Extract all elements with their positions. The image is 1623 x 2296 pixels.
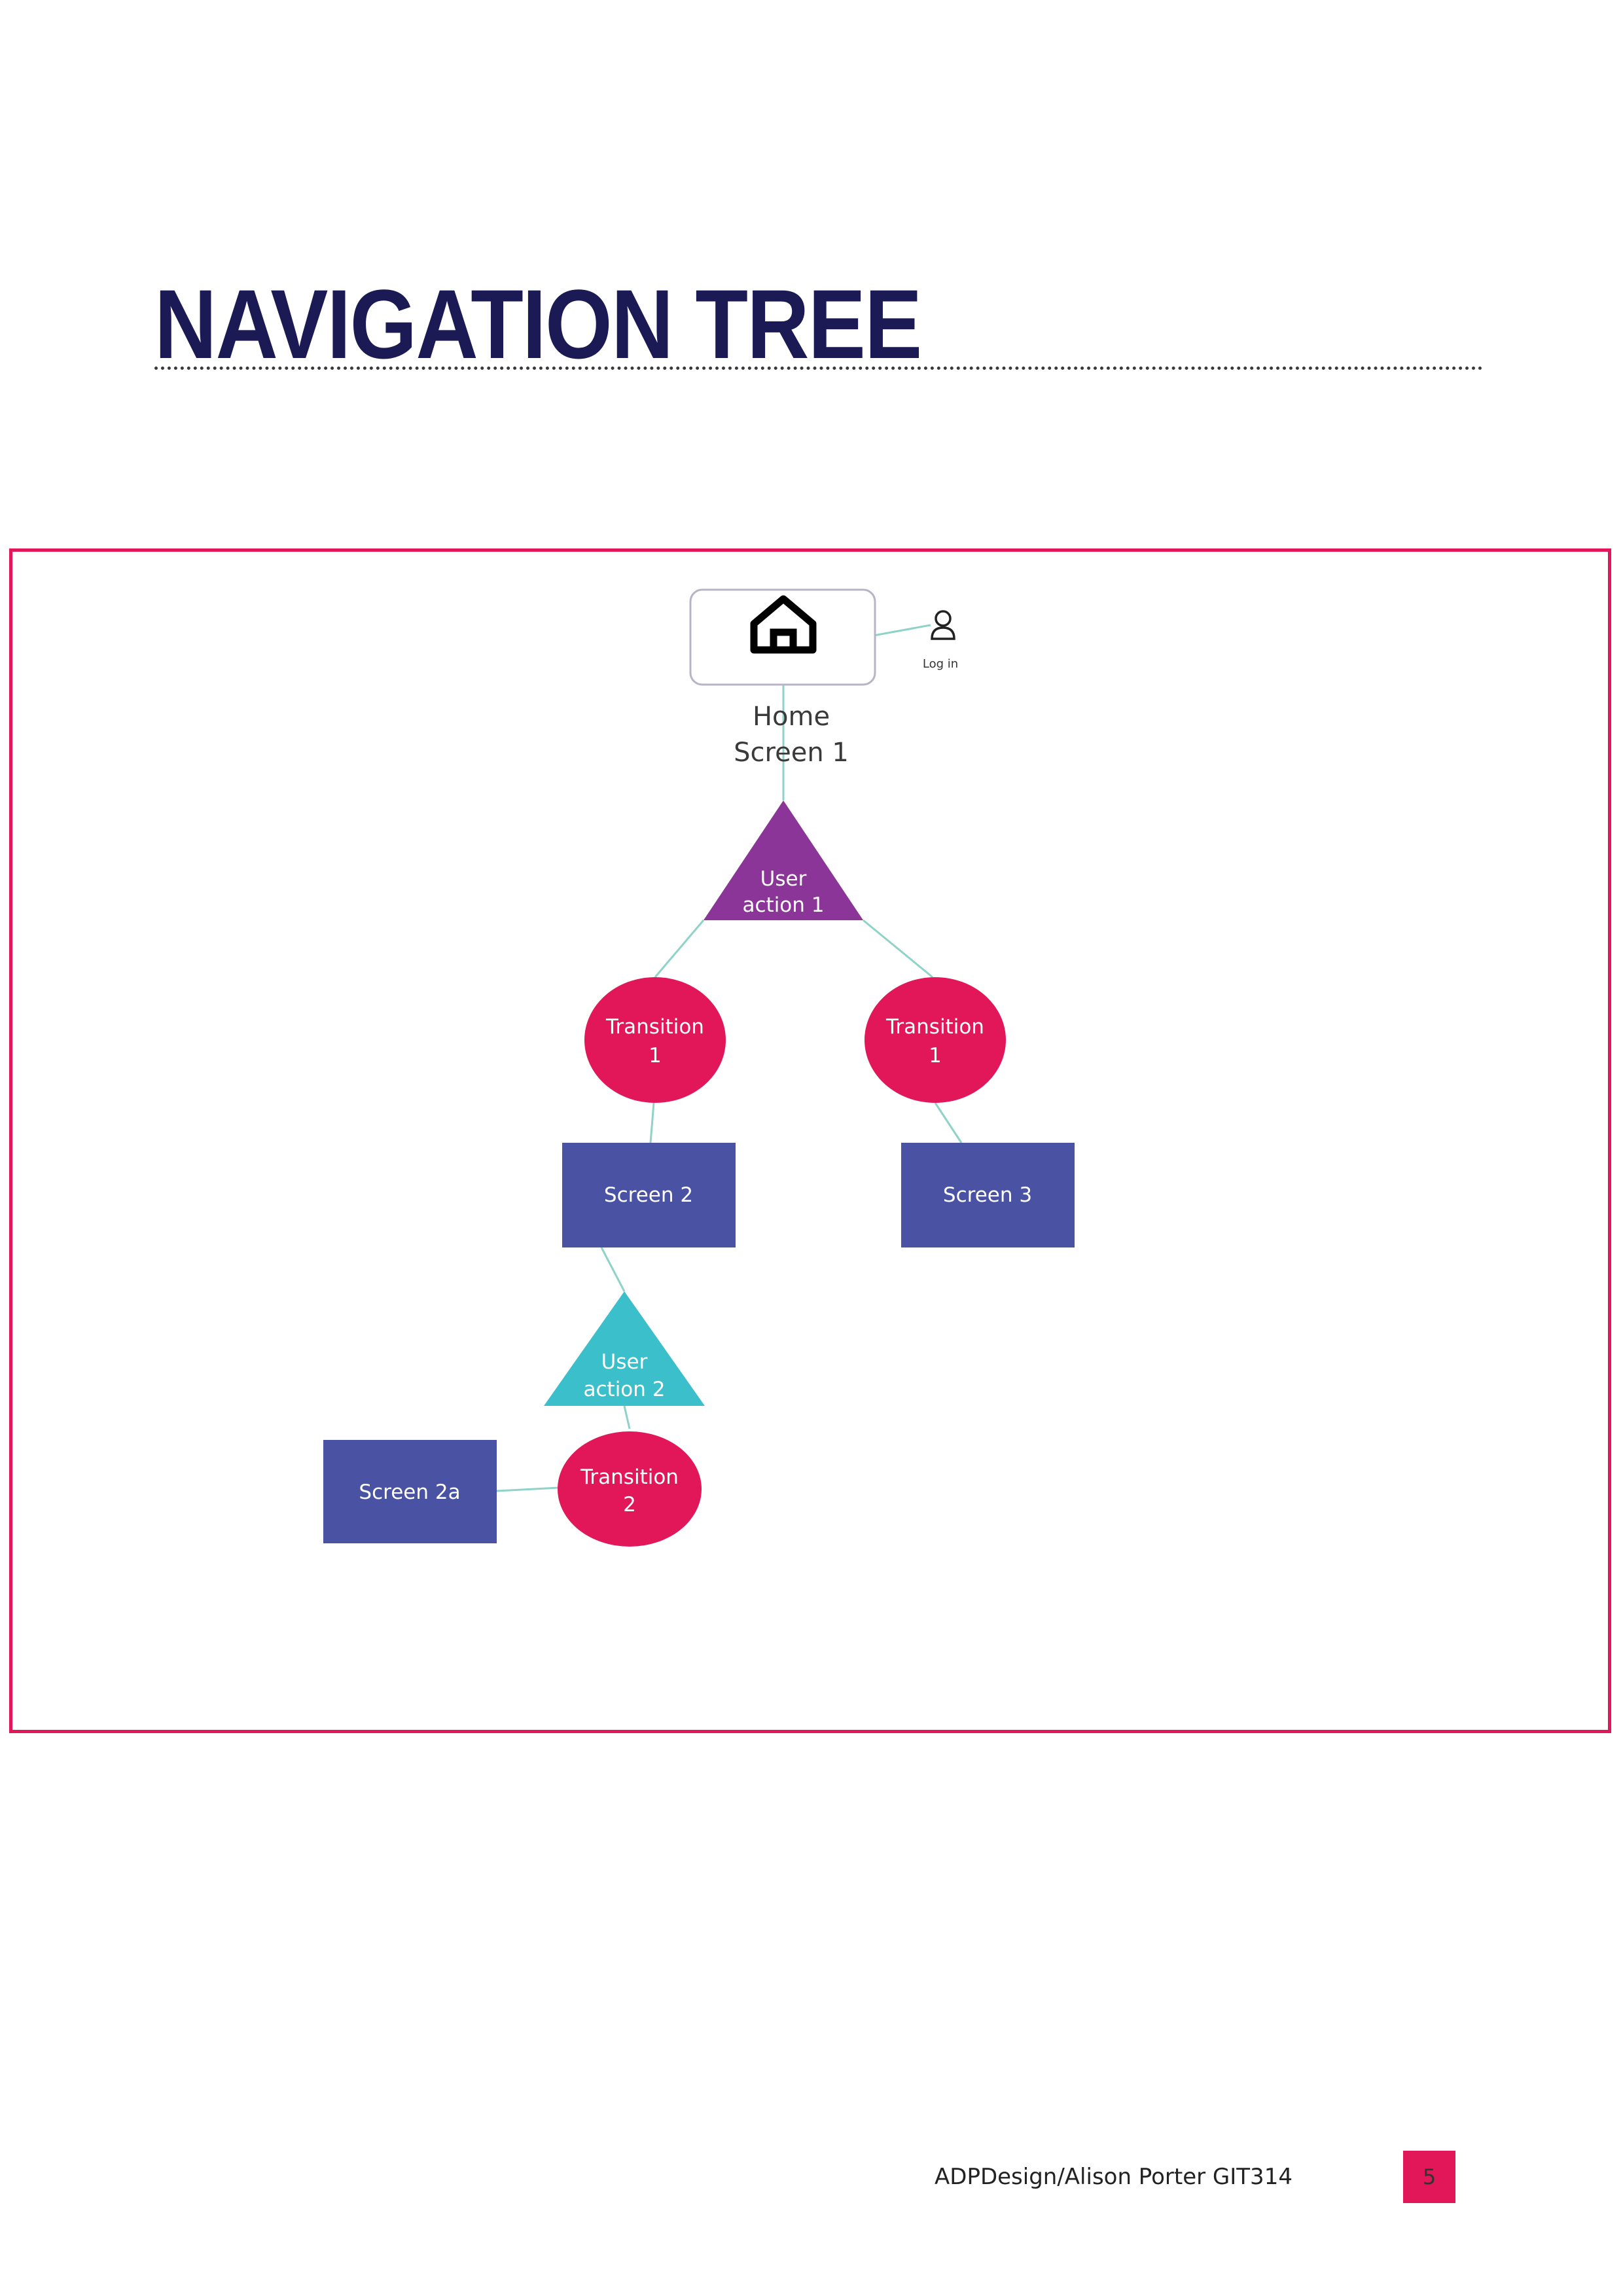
screen-2a-node (323, 1440, 497, 1543)
user-icon[interactable] (931, 610, 955, 640)
transition-2-node (558, 1431, 702, 1547)
login-label[interactable]: Log in (923, 657, 958, 671)
page-number: 5 (1422, 2164, 1436, 2189)
user-action-2-line1: User (601, 1350, 648, 1374)
user-action-1-line1: User (760, 867, 807, 891)
home-card (689, 588, 876, 686)
connector-transition-left-screen2 (649, 1102, 655, 1143)
page-number-badge: 5 (1403, 2151, 1455, 2203)
navigation-tree-diagram: Home Screen 1 Log in User action 1 Trans… (9, 548, 1611, 1733)
screen-3-label: Screen 3 (943, 1183, 1032, 1207)
home-label-line1: Home (753, 702, 830, 732)
transition-left-node (584, 977, 726, 1103)
transition-right-node (865, 977, 1006, 1103)
connector-home-login (873, 624, 931, 637)
user-action-2-line2: action 2 (584, 1378, 666, 1401)
user-action-1-line2: action 1 (743, 893, 825, 917)
connector-transition2-screen2a (496, 1486, 560, 1492)
title-underline (154, 367, 1483, 370)
screen-2-node (562, 1143, 736, 1247)
connector-action1-transition-left (654, 920, 705, 978)
connectors (496, 624, 963, 1492)
connector-action1-transition-right (863, 919, 933, 978)
screen-2a-label: Screen 2a (359, 1480, 460, 1504)
transition-left-line2: 1 (649, 1044, 662, 1067)
page-title: NAVIGATION TREE (154, 269, 922, 379)
connector-transition-right-screen3 (934, 1102, 963, 1143)
user-action-2-node (544, 1291, 705, 1406)
transition-2-line1: Transition (580, 1465, 679, 1489)
transition-left-line1: Transition (605, 1015, 704, 1039)
tree-svg: Home Screen 1 Log in User action 1 Trans… (323, 588, 1075, 1547)
screen-2-label: Screen 2 (604, 1183, 693, 1207)
footer-credit: ADPDesign/Alison Porter GIT314 (935, 2164, 1293, 2190)
home-icon (750, 595, 817, 654)
screen-3-node (901, 1143, 1075, 1247)
transition-2-line2: 2 (623, 1493, 636, 1516)
connector-action2-transition2 (623, 1405, 631, 1429)
transition-right-line1: Transition (885, 1015, 984, 1039)
connector-screen2-action2 (600, 1247, 626, 1292)
user-action-1-node (704, 800, 863, 920)
transition-right-line2: 1 (929, 1044, 942, 1067)
home-label-line2: Screen 1 (734, 738, 849, 768)
